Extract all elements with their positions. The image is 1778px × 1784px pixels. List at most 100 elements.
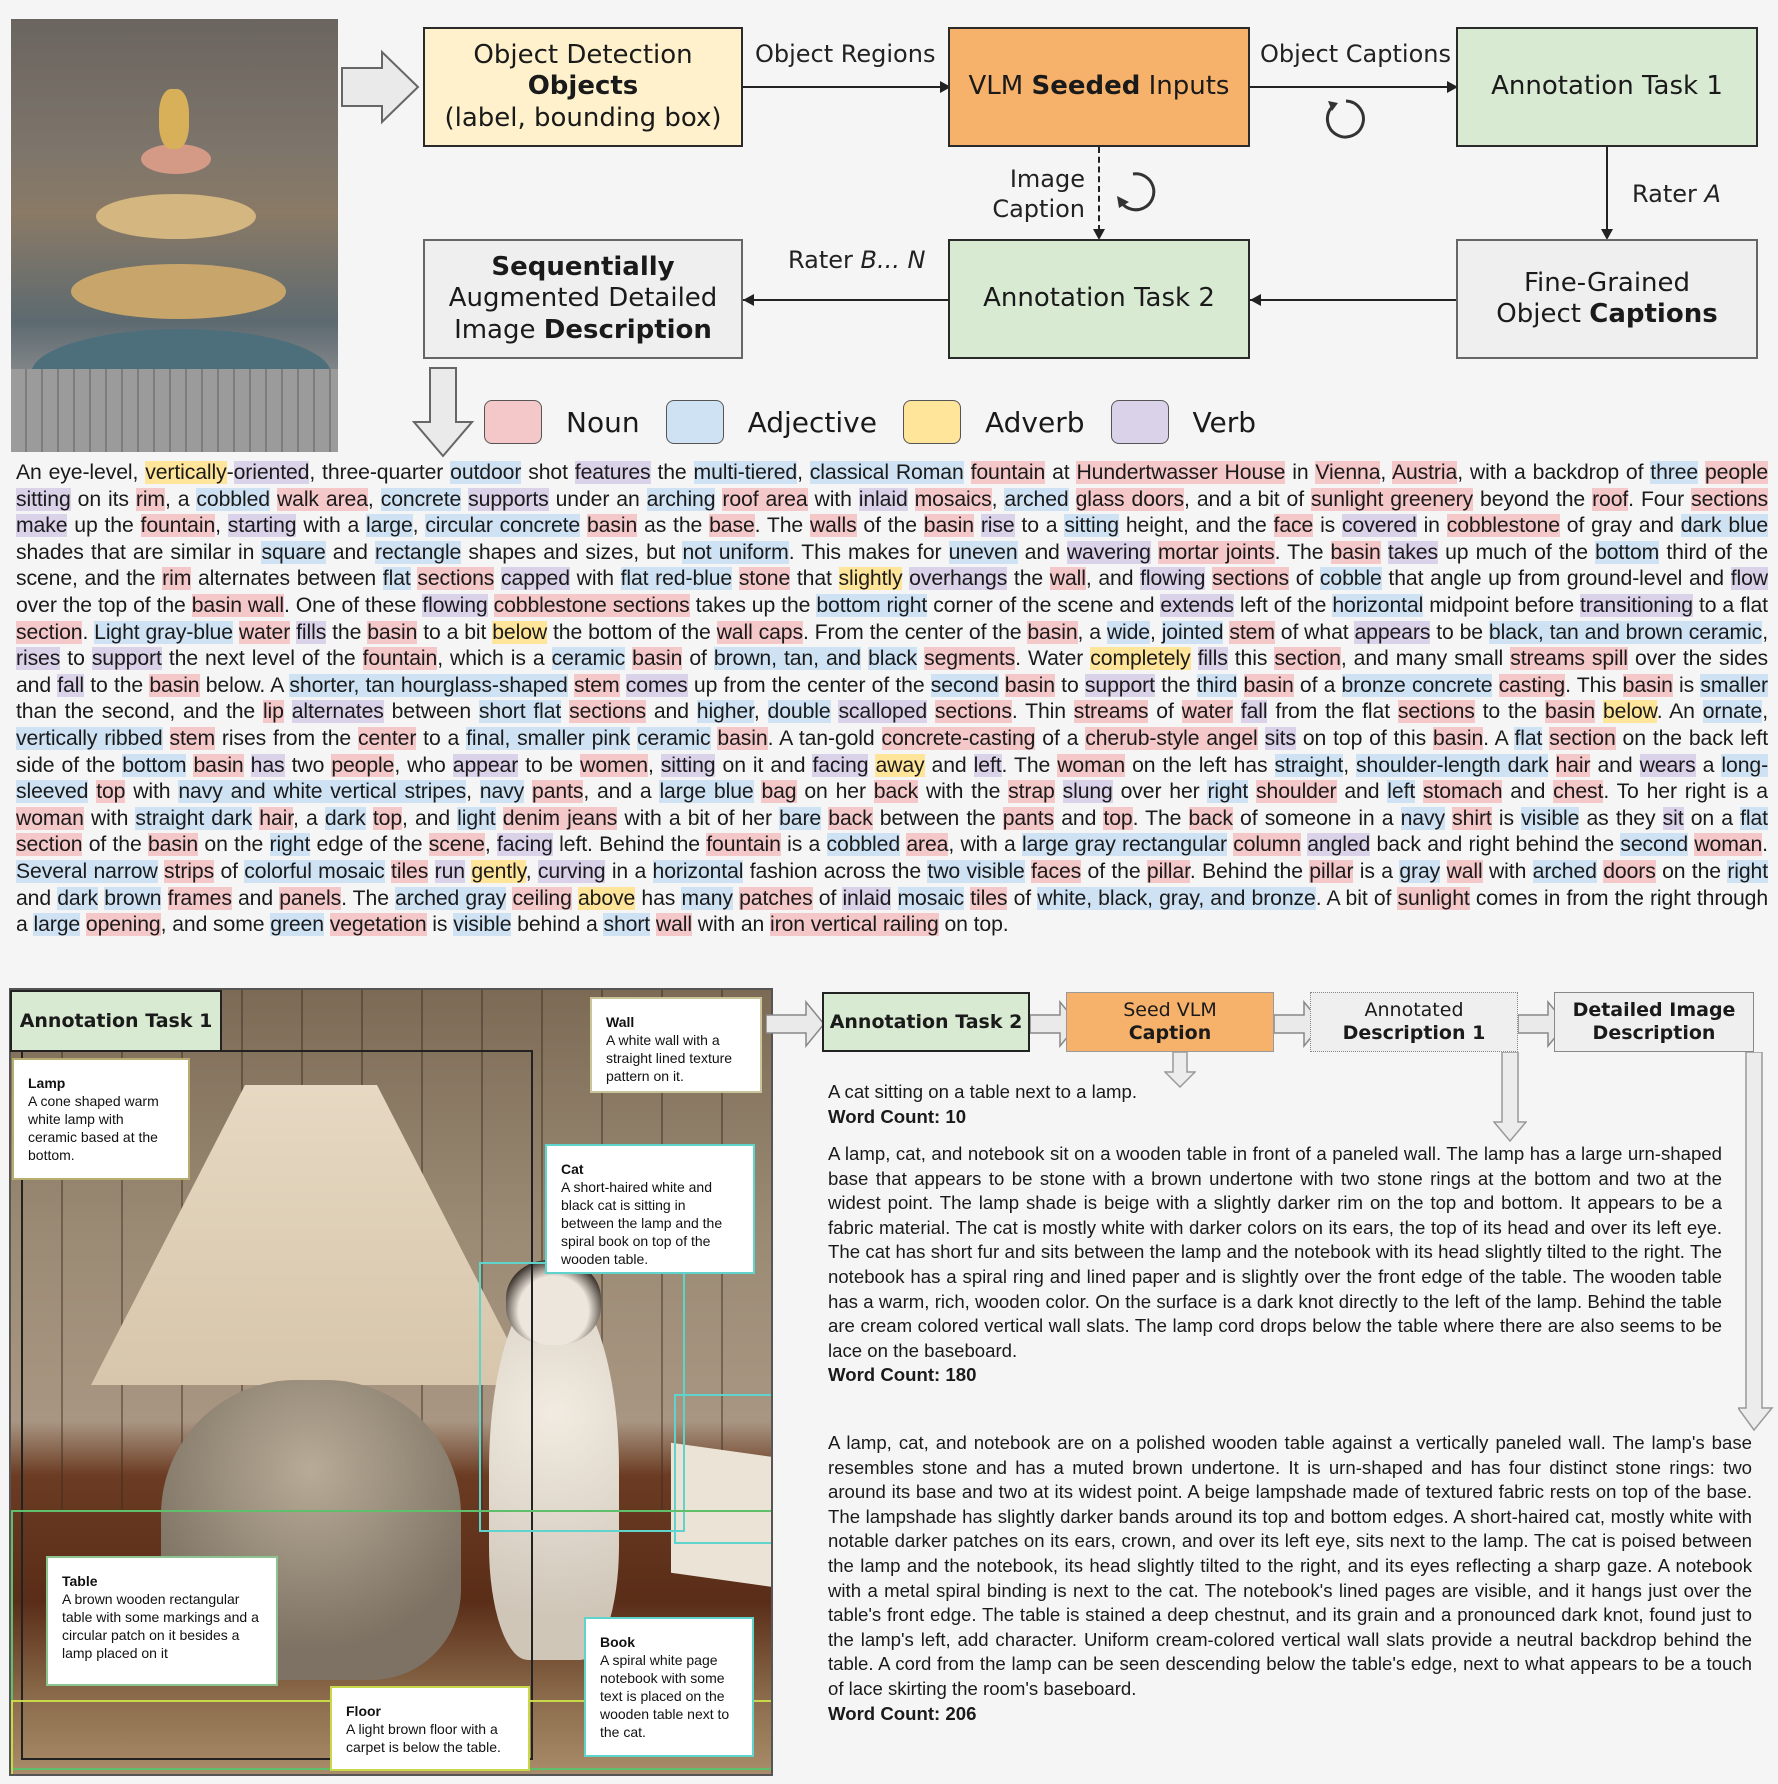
verb-token: comes <box>625 673 688 697</box>
arrow-head-icon <box>1601 229 1613 240</box>
noun-token: segments <box>924 647 1016 671</box>
noun-token: basin <box>717 726 768 750</box>
verb-token: supports <box>468 487 549 511</box>
verb-token: support <box>91 647 162 671</box>
annotation-task-1-title: Annotation Task 1 <box>1491 71 1723 102</box>
verb-token: fills <box>296 620 327 644</box>
noun-token: face <box>1273 514 1314 538</box>
verb-token: left <box>973 753 1002 777</box>
arrow-head-icon <box>743 294 754 306</box>
adjective-token: outdoor <box>450 461 522 484</box>
noun-token: section <box>16 620 83 644</box>
adjective-token: flat <box>382 567 411 591</box>
vlm-seeded-title: VLM Seeded Inputs <box>968 71 1230 102</box>
verb-token: rises <box>16 647 61 671</box>
verb-token: facing <box>496 833 553 857</box>
noun-token: tiles <box>391 859 429 883</box>
noun-token: top <box>1103 806 1133 830</box>
adjective-token: right <box>1727 859 1769 883</box>
adjective-token: third <box>1196 673 1238 697</box>
noun-token: doors <box>1603 859 1656 883</box>
adverb-token: below <box>492 620 548 644</box>
noun-token: back <box>873 780 919 804</box>
adjective-token: brown <box>104 886 162 910</box>
arrow-head-icon <box>940 81 951 93</box>
noun-token: bag <box>761 780 797 804</box>
noun-token: Austria <box>1391 461 1458 484</box>
noun-token: stem <box>1229 620 1275 644</box>
adjective-token: green <box>270 913 324 937</box>
noun-token: wall <box>1049 567 1086 591</box>
adjective-token: Several narrow <box>16 859 158 883</box>
adverb-token: below <box>1602 700 1657 724</box>
noun-token: rim <box>162 567 192 591</box>
noun-token: sunlight greenery <box>1311 487 1474 511</box>
adjective-token: flat red-blue <box>620 567 733 591</box>
adjective-token: three <box>1650 461 1699 484</box>
adjective-token: dark blue <box>1680 514 1769 538</box>
arrow-head-icon <box>1093 229 1105 240</box>
verb-token: flow <box>1730 567 1768 591</box>
adverb-token: completely <box>1090 647 1191 671</box>
verb-token: scalloped <box>838 700 928 724</box>
noun-token: column <box>1233 833 1301 857</box>
verb-token: inlaid <box>858 487 908 511</box>
verb-token: fills <box>1197 647 1228 671</box>
adjective-token: bare <box>779 806 822 830</box>
flow-arrow-down-icon <box>412 367 474 458</box>
noun-token: cobblestone <box>1446 514 1560 538</box>
adjective-token: cobbled <box>196 487 270 511</box>
edge-label-object-captions: Object Captions <box>1260 40 1451 68</box>
noun-token: sections <box>1212 567 1290 591</box>
noun-token: pillar <box>1309 859 1354 883</box>
noun-token: sections <box>934 700 1012 724</box>
adjective-token: ceramic <box>637 726 711 750</box>
noun-token: rim <box>135 487 165 511</box>
verb-token: sitting <box>16 487 71 511</box>
verb-token: oriented <box>233 461 310 484</box>
noun-token: sections <box>569 700 647 724</box>
verb-token: wears <box>1639 753 1696 777</box>
noun-token: hair <box>1555 753 1591 777</box>
adjective-token: gray <box>1399 859 1441 883</box>
adjective-token: bottom <box>1595 540 1660 564</box>
fountain-photo <box>11 19 338 452</box>
noun-token: basin <box>1544 700 1596 724</box>
adjective-token: light <box>457 806 496 830</box>
adjective-token: navy and white vertical stripes <box>178 780 467 804</box>
adjective-token: arched <box>1532 859 1597 883</box>
noun-token: wall <box>655 913 692 937</box>
verb-token: takes <box>1387 540 1438 564</box>
noun-token: woman <box>1694 833 1763 857</box>
flow-arrow-down-icon <box>1738 1052 1774 1432</box>
noun-token: cobblestone sections <box>493 593 690 617</box>
noun-token: basin <box>1243 673 1294 697</box>
label-bbox-text: (label, bounding box) <box>444 102 722 133</box>
noun-token: basin <box>1622 673 1673 697</box>
adjective-token: left <box>1387 780 1416 804</box>
word-count-10: Word Count: 10 <box>828 1105 967 1127</box>
noun-token: sections <box>417 567 495 591</box>
word-count-180: Word Count: 180 <box>828 1364 977 1386</box>
noun-token: pillar <box>1146 859 1190 883</box>
edge-label-rater-b-n: Rater B... N <box>788 246 926 274</box>
adjective-token: black <box>868 647 918 671</box>
noun-token: basin <box>367 620 418 644</box>
noun-token: basin <box>587 514 638 538</box>
noun-token: fountain <box>970 461 1046 484</box>
sequential-description-box: Sequentially Augmented Detailed Image De… <box>423 239 743 359</box>
adjective-token: ceramic <box>551 647 626 671</box>
verb-token: inlaid <box>842 886 892 910</box>
noun-token: wall caps <box>716 620 803 644</box>
annotated-description-1-text: A lamp, cat, and notebook sit on a woode… <box>828 1142 1722 1388</box>
noun-token: section <box>16 833 83 857</box>
annotation-task-2-box: Annotation Task 2 <box>948 239 1250 359</box>
noun-token: basin <box>632 647 683 671</box>
noun-token: top <box>372 806 402 830</box>
verb-token: extends <box>1160 593 1234 617</box>
verb-token: run <box>434 859 465 883</box>
adjective-token: multi-tiered <box>693 461 798 484</box>
